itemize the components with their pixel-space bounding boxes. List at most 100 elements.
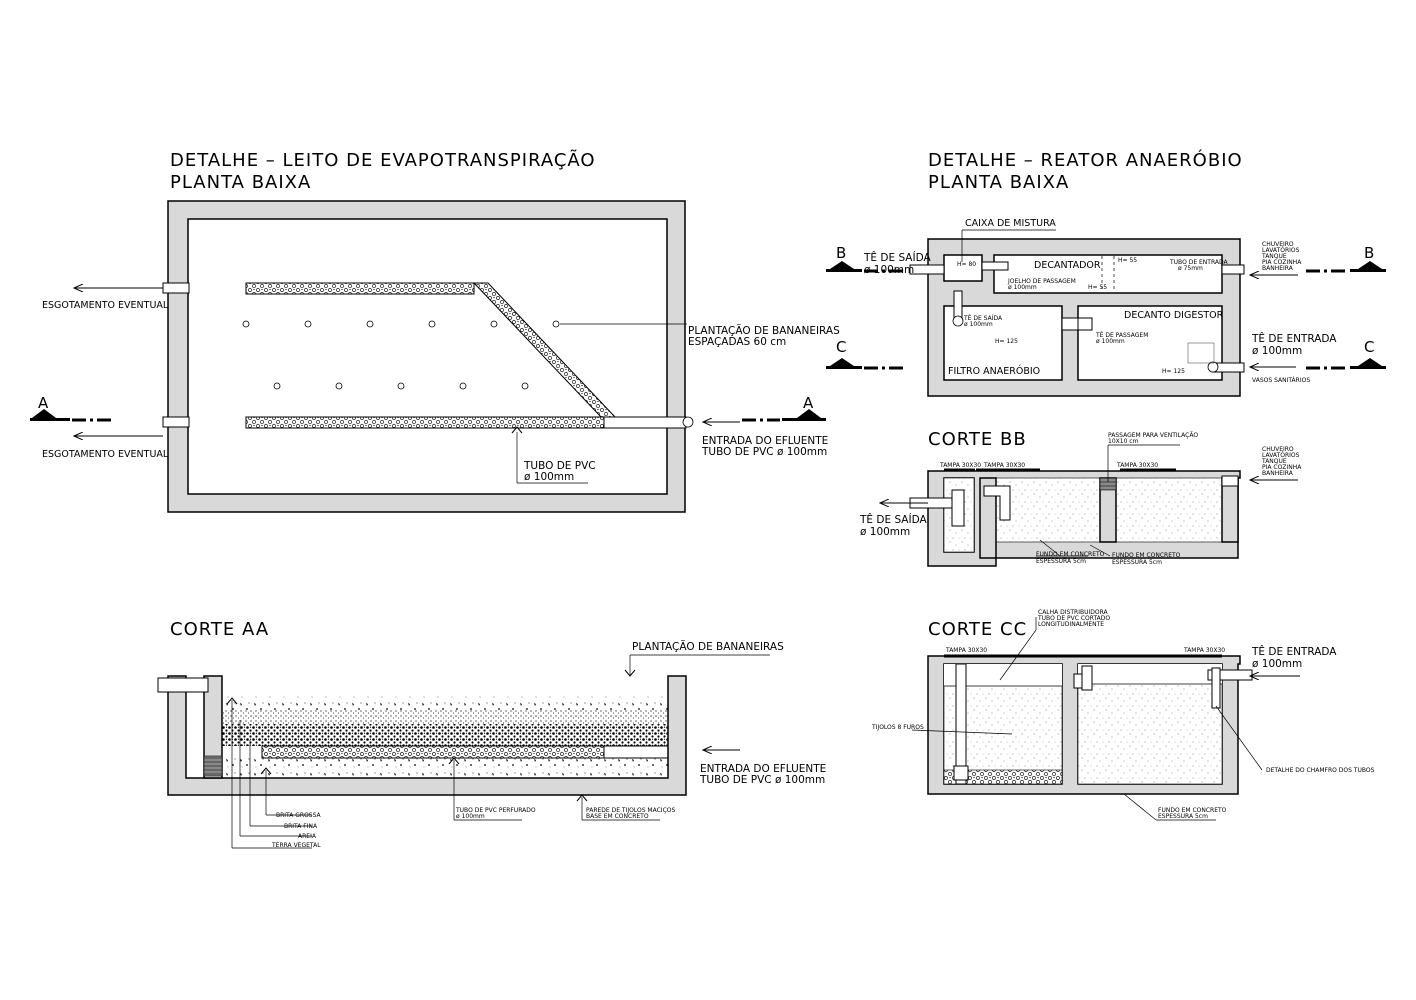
aa-drain-pipe bbox=[157, 677, 209, 693]
marker-a-right-label: A bbox=[803, 394, 814, 412]
tubo-perf-2: ø 100mm bbox=[456, 813, 485, 820]
reator-plan: DETALHE – REATOR ANAERÓBIO PLANTA BAIXA … bbox=[826, 149, 1386, 397]
chuveiro-list-plan: CHUVEIRO LAVATÓRIOS TANQUE PIA COZINHA B… bbox=[1261, 241, 1302, 272]
tubo-perf-1: TUBO DE PVC PERFURADO bbox=[455, 807, 536, 814]
layer-leaders bbox=[226, 697, 312, 849]
h80-label: H= 80 bbox=[957, 261, 976, 268]
reator-walls bbox=[927, 238, 1241, 397]
decantador-label: DECANTADOR bbox=[1034, 260, 1101, 271]
tubo-label-1: TUBO DE PVC bbox=[523, 460, 596, 472]
bb-elbow-pipe bbox=[983, 485, 1011, 521]
aa-entrada-1: ENTRADA DO EFLUENTE bbox=[700, 763, 826, 775]
reator-inlet-pipe-b bbox=[1221, 264, 1245, 275]
svg-text:CHUVEIRO: CHUVEIRO bbox=[1262, 241, 1294, 248]
evapo-subtitle: PLANTA BAIXA bbox=[170, 172, 311, 193]
section-marker-b-left: B bbox=[826, 244, 906, 273]
evapo-outer-wall bbox=[167, 200, 686, 513]
bb-fundo-2b: ESPESSURA 5cm bbox=[1112, 559, 1162, 566]
cc-calha-3: LONGITUDINALMENTE bbox=[1038, 621, 1104, 628]
evapo-title: DETALHE – LEITO DE EVAPOTRANSPIRAÇÃO bbox=[170, 149, 596, 171]
perforated-pipe-bottom bbox=[245, 416, 605, 429]
cc-vertical-pipe bbox=[955, 663, 967, 785]
corte-cc: CORTE CC TAMPA 30X30 TAMPA 30X30 CALHA D… bbox=[871, 609, 1375, 821]
bb-tampa-1: TAMPA 30X30 bbox=[939, 462, 981, 469]
cc-tampa-1: TAMPA 30X30 bbox=[945, 647, 987, 654]
te-saida-label: TÊ DE SAÍDA bbox=[863, 251, 931, 264]
te-entrada-diam: ø 100mm bbox=[1252, 345, 1302, 357]
cc-fundo-1: FUNDO EM CONCRETO bbox=[1158, 807, 1227, 814]
cc-chanfro: DETALHE DO CHAMFRO DOS TUBOS bbox=[1266, 767, 1375, 774]
chuveiro-list-bb: CHUVEIRO LAVATÓRIOS TANQUE PIA COZINHA B… bbox=[1261, 446, 1302, 477]
corte-bb: CORTE BB TAMPA 30X30 TAMPA 30X30 TAMPA 3… bbox=[859, 429, 1302, 567]
esgotamento-label-1: ESGOTAMENTO EVENTUAL bbox=[42, 300, 169, 311]
aa-entrada-2: TUBO DE PVC ø 100mm bbox=[699, 774, 825, 786]
te-saida-small-2: ø 100mm bbox=[964, 321, 993, 328]
aa-plantacao: PLANTAÇÃO DE BANANEIRAS bbox=[632, 640, 784, 653]
cc-calha-1: CALHA DISTRIBUIDORA bbox=[1038, 609, 1109, 616]
h55a-label: H= 55 bbox=[1118, 257, 1137, 264]
bb-fundo-1b: ESPESSURA 5cm bbox=[1036, 558, 1086, 565]
bb-fundo-1a: FUNDO EM CONCRETO bbox=[1036, 551, 1105, 558]
label-brita-grossa: BRITA GROSSA bbox=[276, 812, 322, 819]
svg-text:TANQUE: TANQUE bbox=[1261, 253, 1287, 260]
plantacao-label-2: ESPAÇADAS 60 cm bbox=[688, 336, 786, 348]
section-marker-c-left: C bbox=[826, 338, 906, 370]
cc-tampa-2: TAMPA 30X30 bbox=[1183, 647, 1225, 654]
svg-text:PIA COZINHA: PIA COZINHA bbox=[1262, 464, 1302, 471]
drain-stub-top bbox=[162, 282, 190, 294]
te-entrada-label: TÊ DE ENTRADA bbox=[1251, 332, 1337, 345]
svg-text:C: C bbox=[836, 338, 846, 356]
svg-text:C: C bbox=[1364, 338, 1374, 356]
section-marker-a-left: A bbox=[30, 394, 112, 422]
bb-tampa-2: TAMPA 30X30 bbox=[983, 462, 1025, 469]
evapo-plan: DETALHE – LEITO DE EVAPOTRANSPIRAÇÃO PLA… bbox=[30, 149, 840, 513]
bb-tampa-3: TAMPA 30X30 bbox=[1116, 462, 1158, 469]
marker-a-left-label: A bbox=[38, 394, 49, 412]
svg-text:LAVATÓRIOS: LAVATÓRIOS bbox=[1262, 247, 1300, 254]
section-marker-a-right: A bbox=[742, 394, 826, 422]
layer-areia bbox=[222, 758, 668, 778]
cc-te-entrada: TÊ DE ENTRADA bbox=[1251, 645, 1337, 658]
reator-subtitle: PLANTA BAIXA bbox=[928, 172, 1069, 193]
h125a-label: H= 125 bbox=[995, 338, 1018, 345]
caixa-mistura-label: CAIXA DE MISTURA bbox=[965, 218, 1056, 229]
svg-text:B: B bbox=[1364, 244, 1374, 262]
tubo-label-2: ø 100mm bbox=[524, 471, 574, 483]
te-saida-small-1: TÊ DE SAÍDA bbox=[963, 314, 1003, 322]
parede-2: BASE EM CONCRETO bbox=[586, 813, 649, 820]
plantacao-label-1: PLANTAÇÃO DE BANANEIRAS bbox=[688, 324, 840, 337]
bb-fundo-2a: FUNDO EM CONCRETO bbox=[1112, 552, 1181, 559]
vasos-label: VASOS SANITÁRIOS bbox=[1252, 377, 1310, 384]
cc-tijolos: TIJOLOS 8 FUROS bbox=[871, 724, 924, 731]
decanto-digestor-label: DECANTO DIGESTOR bbox=[1124, 310, 1224, 321]
entrada-label-1: ENTRADA DO EFLUENTE bbox=[702, 435, 828, 447]
h125b-label: H= 125 bbox=[1162, 368, 1185, 375]
bb-passagem-2: 10X10 cm bbox=[1108, 438, 1139, 445]
svg-text:BANHEIRA: BANHEIRA bbox=[1262, 470, 1294, 477]
entrada-label-2: TUBO DE PVC ø 100mm bbox=[701, 446, 827, 458]
corte-bb-title: CORTE BB bbox=[928, 429, 1027, 450]
te-passagem-2: ø 100mm bbox=[1096, 338, 1125, 345]
corte-aa-title: CORTE AA bbox=[170, 619, 269, 640]
corte-aa: CORTE AA PLANTAÇÃO DE BANANEIRAS ENTRADA… bbox=[157, 619, 826, 849]
layer-brita-grossa bbox=[222, 724, 668, 746]
bb-te-saida: TÊ DE SAÍDA bbox=[859, 513, 927, 526]
cc-te-entrada-diam: ø 100mm bbox=[1252, 658, 1302, 670]
layer-brita-fina bbox=[222, 710, 668, 724]
inlet-pipe-end bbox=[682, 416, 694, 428]
cc-fundo-2: ESPESSURA 5cm bbox=[1158, 813, 1208, 820]
tubo-entrada-label-2: ø 75mm bbox=[1178, 265, 1203, 272]
svg-text:BANHEIRA: BANHEIRA bbox=[1262, 265, 1294, 272]
cc-calha-2: TUBO DE PVC CORTADO bbox=[1037, 615, 1110, 622]
label-brita-fina: BRITA FINA bbox=[284, 823, 318, 830]
joelho-label-1: JOELHO DE PASSAGEM bbox=[1007, 278, 1076, 285]
corte-cc-title: CORTE CC bbox=[928, 619, 1027, 640]
svg-text:CHUVEIRO: CHUVEIRO bbox=[1262, 446, 1294, 453]
label-areia: AREIA bbox=[298, 833, 317, 840]
reator-joelho-pipe bbox=[981, 261, 1009, 271]
reator-title: DETALHE – REATOR ANAERÓBIO bbox=[928, 149, 1243, 171]
svg-text:PIA COZINHA: PIA COZINHA bbox=[1262, 259, 1302, 266]
label-terra: TERRA VEGETAL bbox=[271, 842, 321, 849]
parede-1: PAREDE DE TIJOLOS MACIÇOS bbox=[586, 807, 675, 814]
layer-terra-vegetal bbox=[222, 696, 668, 710]
